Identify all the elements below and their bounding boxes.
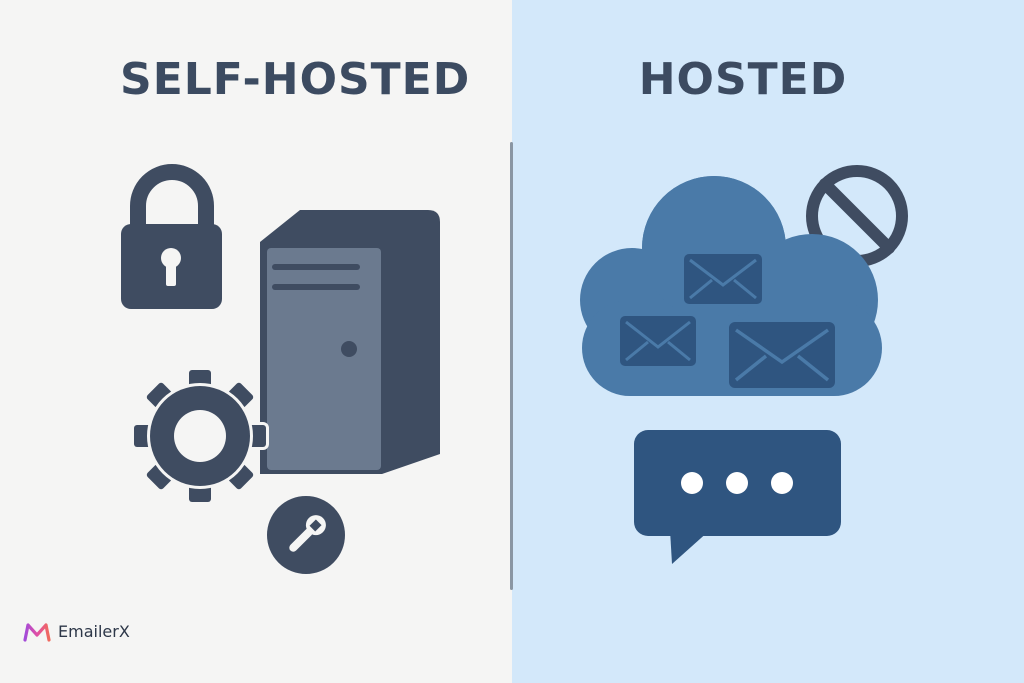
center-divider: [510, 142, 513, 590]
wrench-icon: [261, 490, 351, 580]
hosted-illustration: [580, 165, 908, 564]
envelope-icon: [684, 254, 762, 304]
brand-name: EmailerX: [58, 622, 130, 641]
envelope-icon: [729, 322, 835, 388]
brand-logo: EmailerX: [22, 620, 130, 644]
envelope-icon: [620, 316, 696, 366]
gear-icon: [131, 367, 269, 505]
chat-bubble-icon: [634, 430, 841, 564]
hosted-title: HOSTED: [638, 54, 848, 105]
server-tower-icon: [260, 210, 440, 474]
self-hosted-illustration: [121, 164, 440, 580]
padlock-icon: [121, 164, 222, 309]
self-hosted-title: SELF-HOSTED: [120, 54, 471, 105]
brand-mark-icon: [23, 623, 51, 642]
